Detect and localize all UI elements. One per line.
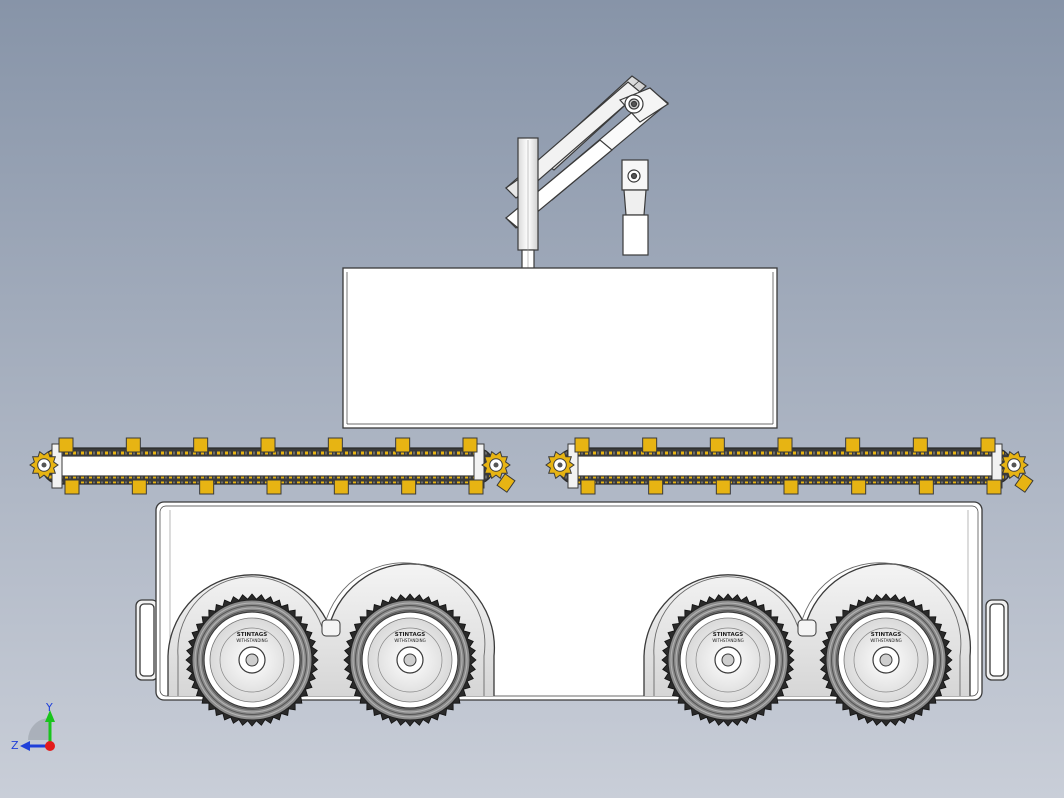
sprocket-icon: [29, 450, 59, 480]
conveyor-cleat: [462, 437, 478, 453]
arm-wrist-joint: [618, 87, 669, 123]
conveyor-cleat: [199, 479, 215, 495]
wheels[interactable]: STINTAGSWITHSTANDINGSTINTAGSWITHSTANDING…: [185, 593, 953, 727]
tire-brand-text: STINTAGS: [871, 632, 901, 638]
conveyor-cleat: [648, 479, 664, 495]
conveyor-cleat: [131, 479, 147, 495]
conveyor-cleat: [580, 479, 596, 495]
conveyor-cleat: [260, 437, 276, 453]
conveyor-cleat: [851, 479, 867, 495]
conveyor-cleat: [333, 479, 349, 495]
conveyor-cleat: [401, 479, 417, 495]
conveyor-cleat: [266, 479, 282, 495]
conveyor-cleat: [709, 437, 725, 453]
tire-spec-text: WITHSTANDING: [394, 638, 425, 643]
conveyor-cleat: [395, 437, 411, 453]
conveyor-cleat: [125, 437, 141, 453]
tire-brand-text: STINTAGS: [237, 632, 267, 638]
conveyor-cleat: [912, 437, 928, 453]
conveyor-cleat: [777, 437, 793, 453]
orientation-triad[interactable]: Y Z: [11, 701, 55, 752]
conveyor-cleat: [58, 437, 74, 453]
tire-spec-text: WITHSTANDING: [712, 638, 743, 643]
triad-z-label: Z: [11, 739, 19, 752]
conveyor-right[interactable]: [545, 437, 1034, 495]
sprocket-icon: [481, 450, 511, 480]
conveyor-cleat: [986, 479, 1002, 495]
conveyor-cleat: [845, 437, 861, 453]
conveyor-cleat: [642, 437, 658, 453]
tire-spec-text: WITHSTANDING: [870, 638, 901, 643]
conveyor-cleat: [980, 437, 996, 453]
sprocket-icon: [999, 450, 1029, 480]
conveyor-cleat: [64, 479, 80, 495]
triad-y-label: Y: [45, 701, 53, 714]
tire-spec-text: WITHSTANDING: [236, 638, 267, 643]
conveyor-cleat: [327, 437, 343, 453]
conveyor-cleat: [783, 479, 799, 495]
conveyor-cleat: [468, 479, 484, 495]
conveyor-cleat: [918, 479, 934, 495]
sprocket-icon: [545, 450, 575, 480]
conveyor-cleat: [574, 437, 590, 453]
arm-vertical-column: [517, 137, 539, 281]
conveyor-left[interactable]: [29, 437, 516, 495]
robot-arm[interactable]: [505, 75, 669, 307]
workpiece-box[interactable]: [342, 267, 778, 429]
sensor-unit[interactable]: [621, 159, 649, 256]
tire-brand-text: STINTAGS: [395, 632, 425, 638]
conveyor-rail: [59, 455, 477, 477]
conveyor-rail: [575, 455, 995, 477]
triad-x-axis-dot: [45, 741, 55, 751]
conveyor-cleat: [715, 479, 731, 495]
conveyor-cleat: [193, 437, 209, 453]
tire-brand-text: STINTAGS: [713, 632, 743, 638]
